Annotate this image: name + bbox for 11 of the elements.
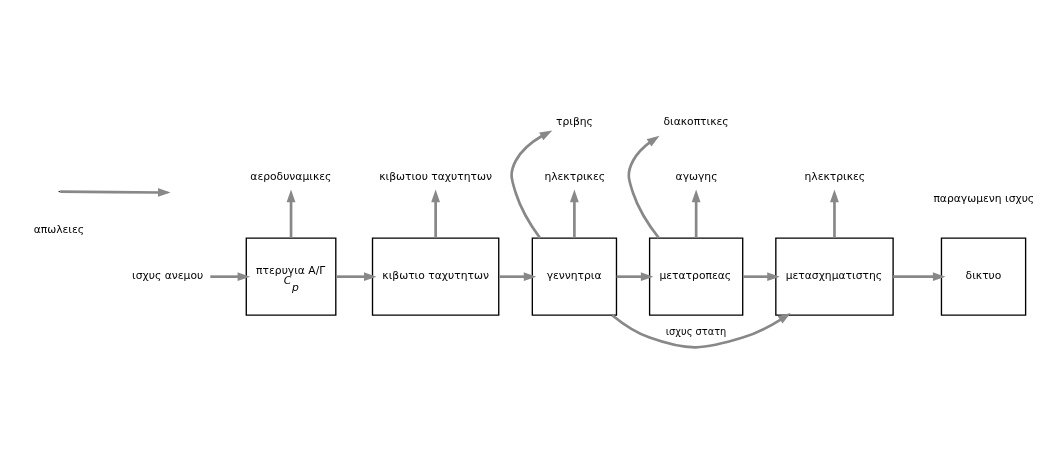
node-text: διακοπτικες: [663, 114, 729, 128]
node-text: ηλεκτρικες: [544, 169, 606, 183]
node-text: κιβωτιου ταχυτητων: [379, 169, 492, 183]
node-text: αγωγης: [675, 169, 718, 183]
node-text: ισχυς ανεμου: [132, 268, 204, 282]
node-text: τριβης: [556, 114, 593, 128]
edge-label: ισχυς στατη: [665, 325, 727, 337]
node-text: ηλεκτρικες: [804, 169, 866, 183]
node-text: αεροδυναμικες: [250, 169, 332, 183]
legend-label: απωλειες: [33, 222, 85, 236]
label: παραγωμενη ισχυς: [933, 191, 1035, 205]
